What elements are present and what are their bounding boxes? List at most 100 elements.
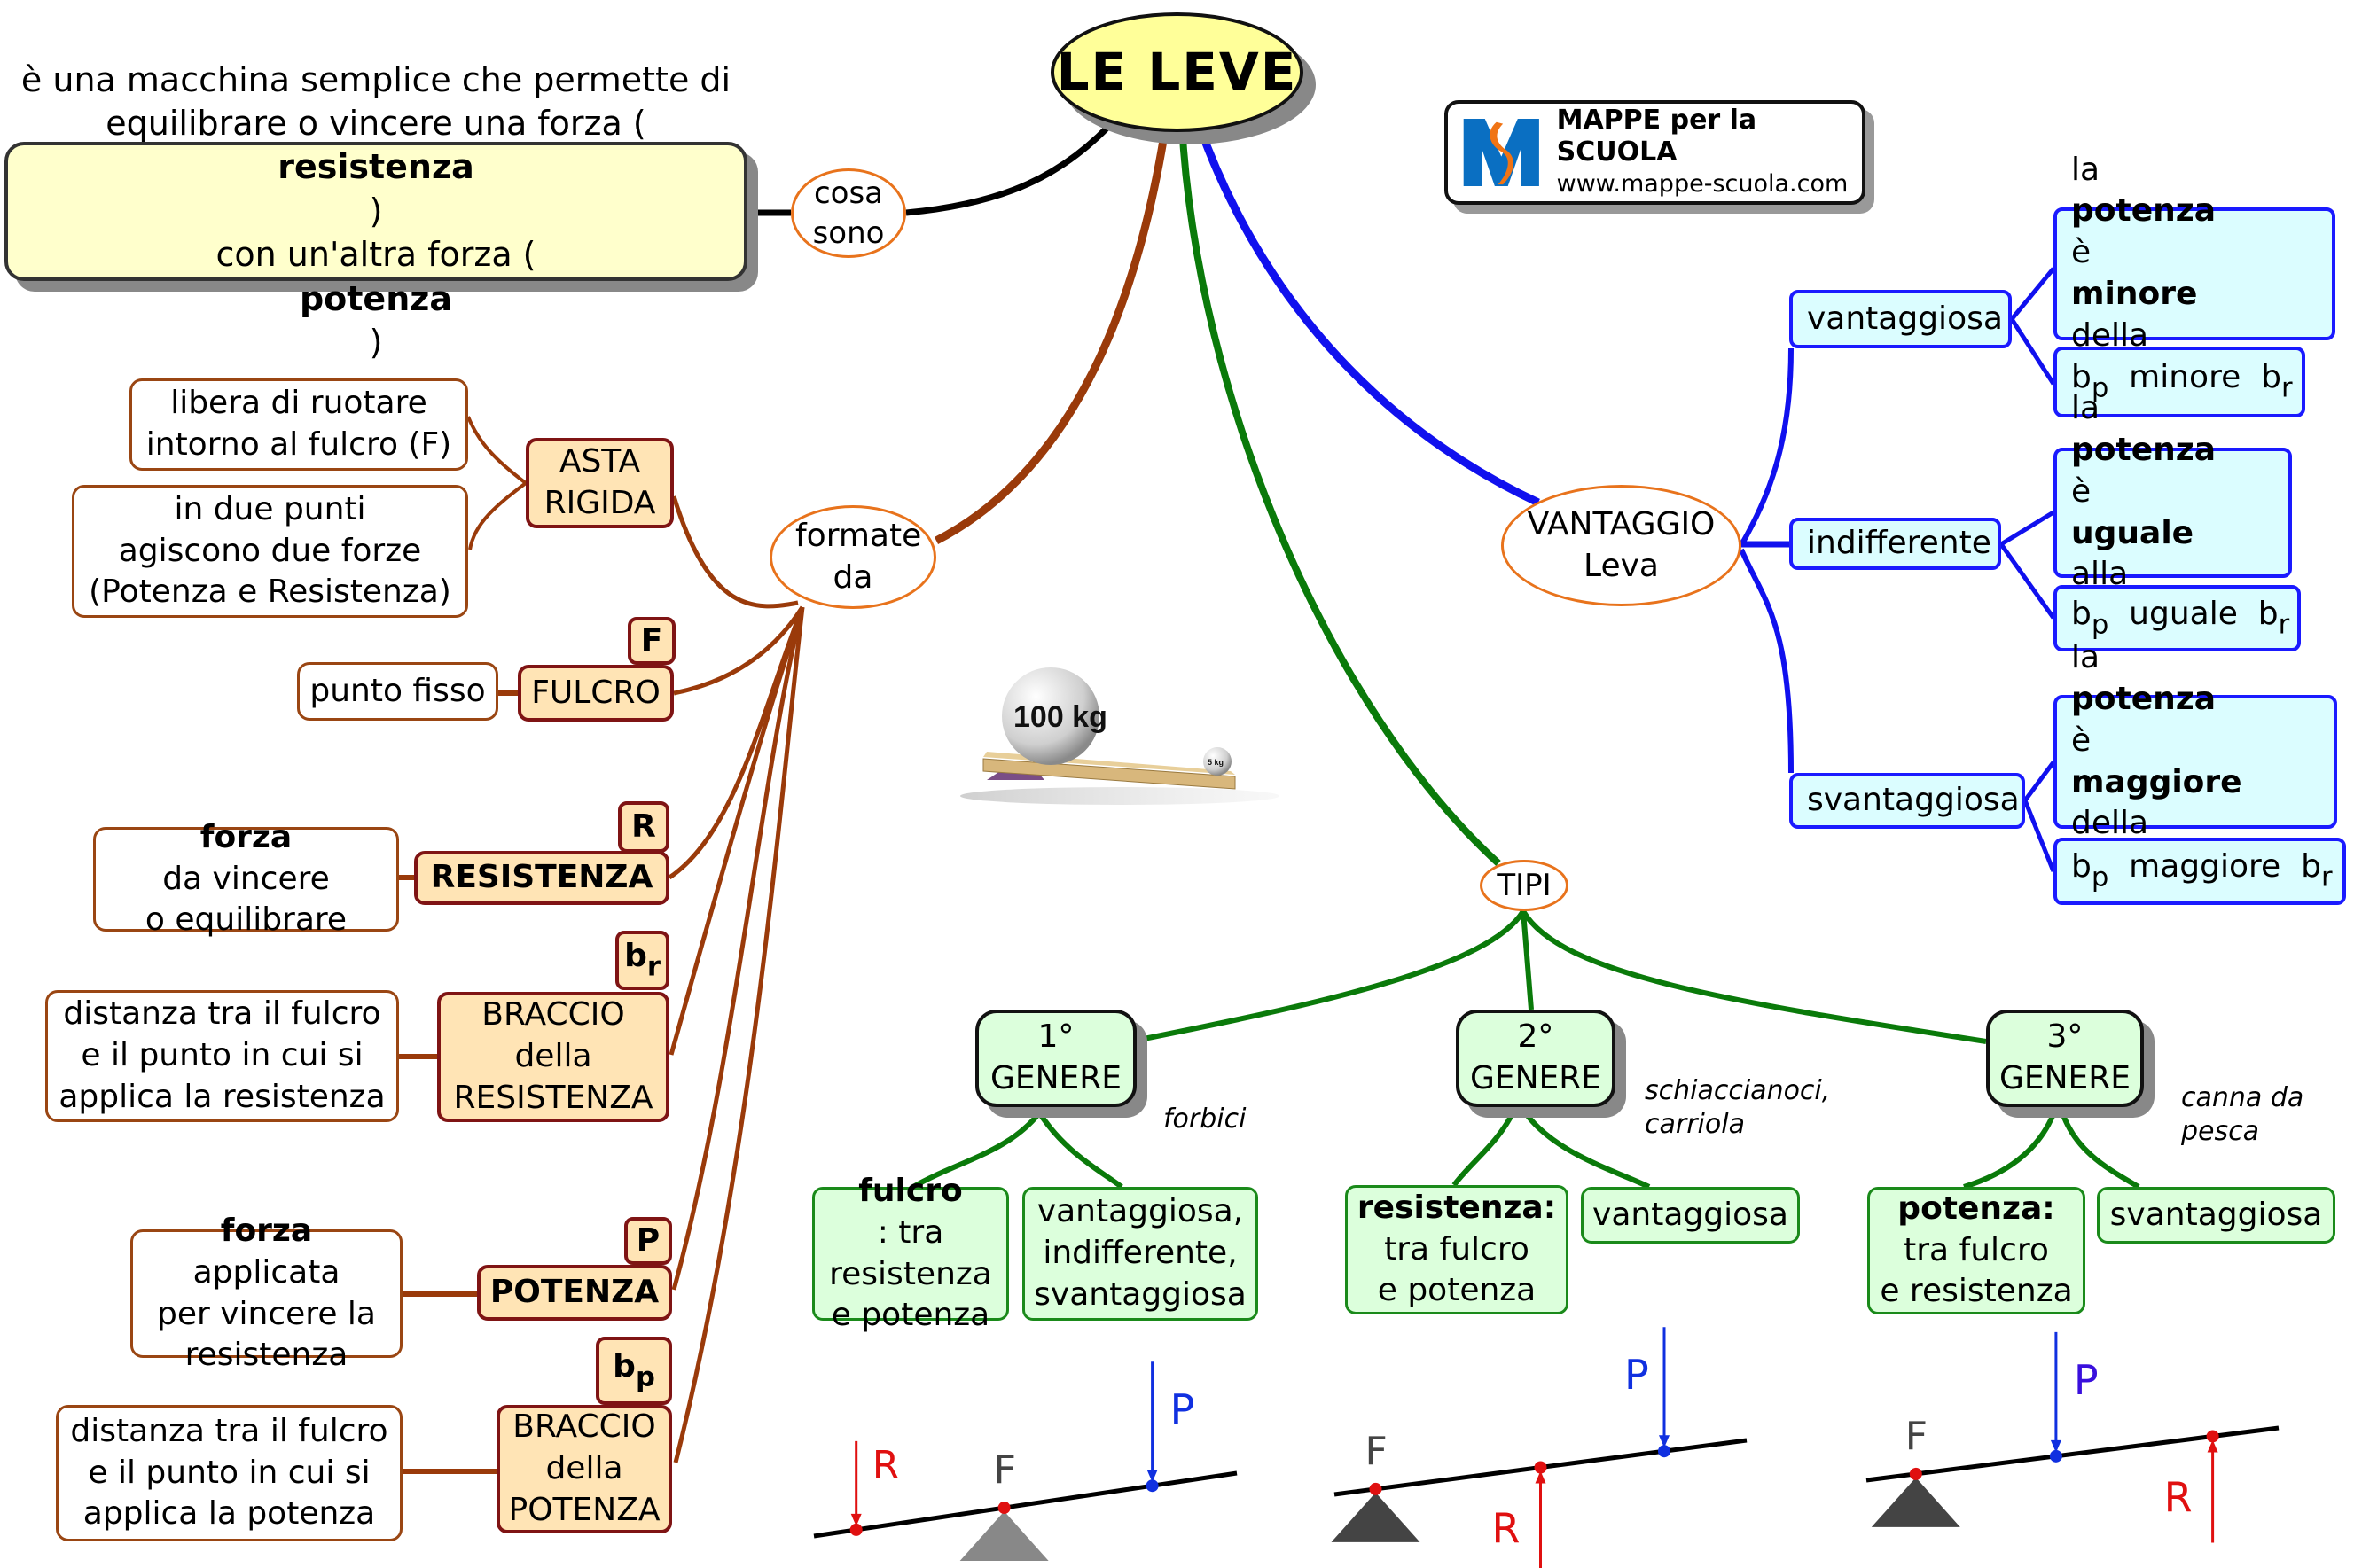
link-formate-potenza	[671, 606, 805, 1291]
brand-logo[interactable]: MAPPE per la SCUOLA www.mappe-scuola.com	[1444, 100, 1865, 205]
text-line: tra fulcro	[1384, 1230, 1529, 1268]
power-label: P	[2074, 1356, 2099, 1404]
advantage-line: indifferente,	[1043, 1235, 1238, 1272]
genere-ordinal: 1°	[1037, 1018, 1075, 1056]
lever-plank	[982, 758, 1236, 790]
text-line: resistenza	[829, 1255, 992, 1292]
label-line: BRACCIO	[512, 1408, 656, 1446]
detail-line: (Potenza e Resistenza)	[89, 573, 451, 611]
power-arrowhead	[2050, 1439, 2061, 1453]
vantaggio-type-svantaggiosa[interactable]: svantaggiosa	[1789, 773, 2025, 829]
genere-3-node[interactable]: 3°GENERE	[1986, 1010, 2144, 1107]
logo-url[interactable]: www.mappe-scuola.com	[1556, 170, 1849, 199]
label-line: BRACCIO	[481, 996, 625, 1034]
fulcro-label: FULCRO	[531, 674, 661, 711]
cosa-sono-node[interactable]: cosa sono	[791, 168, 906, 258]
braccio-potenza-symbol-badge: bp	[596, 1337, 672, 1405]
genere-1-advantage[interactable]: vantaggiosa,indifferente,svantaggiosa	[1022, 1187, 1258, 1321]
detail-line: e il punto in cui si	[88, 1454, 371, 1491]
genere-3-example: canna da pesca	[2181, 1081, 2303, 1148]
link-formate-braccio-r	[669, 606, 805, 1056]
type-label: vantaggiosa	[1807, 300, 2003, 337]
advantage-line: svantaggiosa	[2109, 1196, 2323, 1233]
text-line: e potenza	[1377, 1272, 1537, 1309]
resistance-point	[1534, 1461, 1547, 1474]
text-line: forza da vincere	[162, 818, 330, 897]
resistenza-node[interactable]: RESISTENZA	[414, 851, 669, 905]
advantage-line: vantaggiosa,	[1036, 1193, 1244, 1230]
fulcrum-triangle	[1871, 1477, 1960, 1527]
text-line: minore della	[2071, 276, 2198, 354]
fulcro-detail-text: punto fisso	[309, 672, 486, 709]
arms-text: bp minore br	[2071, 359, 2293, 404]
power-point	[1658, 1445, 1670, 1458]
genere-ordinal: 3°	[2046, 1018, 2084, 1056]
tipi-label: TIPI	[1497, 867, 1552, 903]
text-line: potenza:	[1897, 1190, 2055, 1227]
genere-label: GENERE	[989, 1060, 1122, 1096]
genere-2-node[interactable]: 2°GENERE	[1456, 1010, 1615, 1107]
resistance-arrowhead	[1535, 1470, 1546, 1484]
lever-illustration: 100 kg 5 kg	[960, 667, 1279, 805]
vantaggio-type-indifferente[interactable]: indifferente	[1789, 518, 2001, 570]
link-vantaggio-svantaggiosa	[1739, 548, 1794, 774]
lever-diagram-genere-3: FPR	[1865, 1331, 2280, 1543]
link-formate-braccio-p	[673, 606, 805, 1463]
arms-text: bp maggiore br	[2071, 848, 2333, 893]
formate-da-node[interactable]: formate da	[770, 505, 936, 609]
genere-1-node[interactable]: 1° GENERE	[975, 1010, 1137, 1107]
detail-line: distanza tra il fulcro	[63, 995, 381, 1033]
tipi-node[interactable]: TIPI	[1480, 860, 1568, 911]
root-topic[interactable]: LE LEVE	[1051, 12, 1303, 132]
vantaggio-arms-indifferente[interactable]: bp uguale br	[2053, 585, 2301, 651]
text-line: con un'altra forza (potenza)	[215, 235, 536, 362]
example-line: canna da	[2181, 1082, 2304, 1113]
link-vantaggiosa-statement	[2010, 267, 2055, 321]
detail-line: intorno al fulcro (F)	[145, 426, 452, 463]
link-formate-asta	[671, 495, 799, 609]
fulcro-detail[interactable]: punto fisso	[297, 662, 498, 721]
braccio-potenza-symbol: bp	[613, 1347, 655, 1393]
genere-2-advantage[interactable]: vantaggiosa	[1581, 1187, 1800, 1244]
fulcrum-triangle	[959, 1511, 1049, 1562]
fulcro-node[interactable]: FULCRO	[518, 665, 674, 722]
example-line: forbici	[1163, 1104, 1247, 1135]
link-root-tipi	[1178, 123, 1501, 866]
link-g2-advantage	[1521, 1108, 1651, 1190]
link-indifferente-arms	[1998, 542, 2056, 620]
potenza-node[interactable]: POTENZA	[477, 1265, 672, 1321]
resistance-point	[2206, 1430, 2219, 1443]
power-label: P	[1624, 1351, 1649, 1399]
vantaggio-type-vantaggiosa[interactable]: vantaggiosa	[1789, 290, 2012, 348]
fulcrum-triangle	[1331, 1492, 1420, 1542]
heavy-ball-label: 100 kg	[1013, 700, 1107, 734]
genere-3-advantage[interactable]: svantaggiosa	[2097, 1187, 2335, 1244]
lever-bar	[813, 1470, 1238, 1539]
label-line: della	[514, 1038, 592, 1075]
vantaggio-arms-svantaggiosa[interactable]: bp maggiore br	[2053, 838, 2346, 905]
example-line: schiaccianoci,	[1645, 1075, 1831, 1106]
vantaggio-arms-vantaggiosa[interactable]: bp minore br	[2053, 347, 2305, 417]
text-line: la potenza è	[2071, 390, 2217, 510]
resistenza-label: RESISTENZA	[430, 859, 653, 896]
